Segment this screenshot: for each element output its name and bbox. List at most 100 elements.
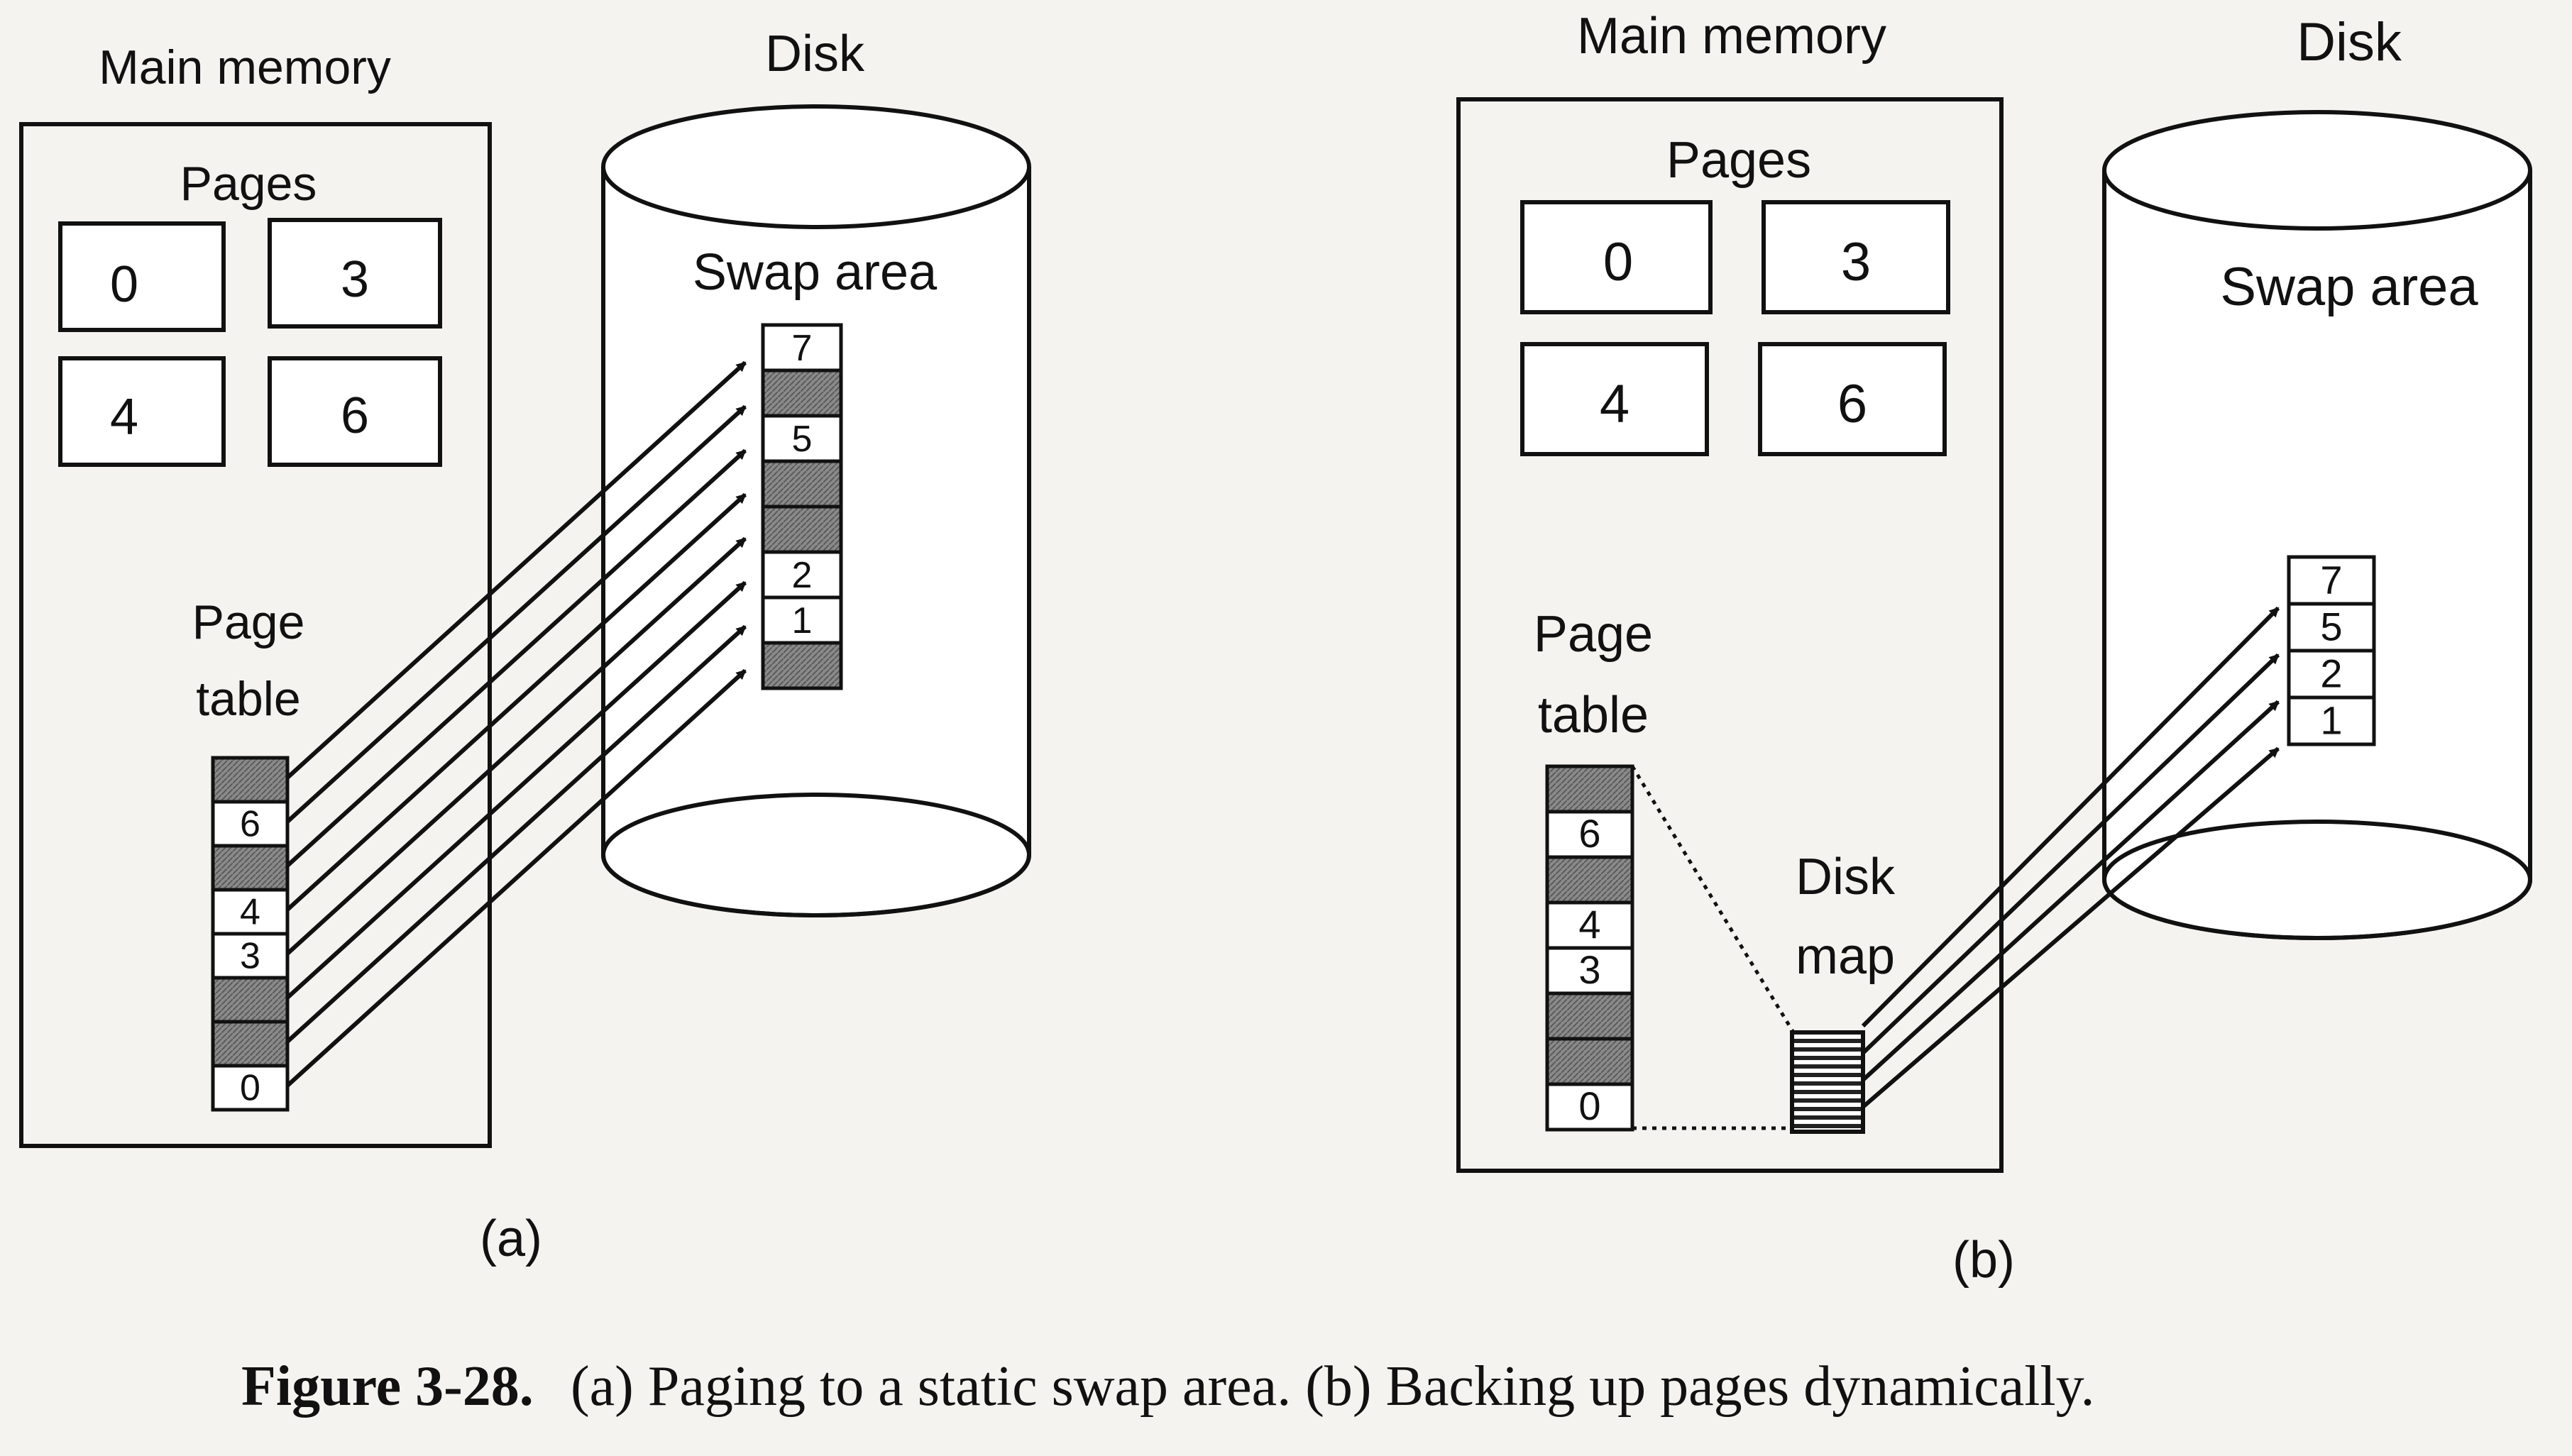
page-table-entry-label: 6: [1578, 811, 1600, 856]
page-table-label-b-line2: table: [1538, 687, 1649, 744]
page-table-label-b-line1: Page: [1534, 606, 1653, 663]
swap-slot: [761, 368, 843, 418]
disk-map-arrows-b: [1861, 606, 2280, 1109]
page-number: 6: [341, 387, 369, 444]
swap-slot: [761, 550, 843, 600]
main-memory-box-b: [1456, 97, 2004, 1173]
main-memory-label-b: Main memory: [1577, 8, 1886, 65]
disk-map-arrow: [1861, 700, 2280, 1082]
page-table-a: 6 43 0: [211, 756, 290, 1112]
page-table-entry-label: 0: [240, 1067, 260, 1108]
page-table-entry-label: 0: [1578, 1083, 1600, 1128]
dotted-link-top: [1630, 765, 1798, 1037]
disk-label-b: Disk: [2297, 12, 2402, 72]
page-frame: [1520, 200, 1713, 314]
swap-slot: [761, 459, 843, 509]
page-table-entry: [1545, 900, 1634, 950]
page-table-entry: [1545, 991, 1634, 1041]
panel-label-b: (b): [1952, 1232, 2015, 1289]
page-arrow: [285, 492, 747, 912]
page-table-entry-label: 4: [1578, 902, 1600, 947]
disk-map-arrow: [1862, 746, 2280, 1109]
swap-slot-label: 5: [792, 419, 813, 460]
page-number: 6: [1837, 374, 1867, 434]
figure-caption: Figure 3-28. (a) Paging to a static swap…: [241, 1354, 2094, 1418]
swap-slot: [2287, 695, 2376, 746]
page-table-entry: [211, 1020, 290, 1068]
panel-b: Main memory Pages 0 3 4 6 Page table 643…: [1456, 8, 2532, 1289]
page-number: 3: [1841, 232, 1871, 292]
swap-slot-label: 7: [2320, 557, 2342, 602]
main-memory-label-a: Main memory: [99, 40, 391, 94]
page-table-entry-label: 6: [240, 803, 260, 844]
disk-map: [1790, 1030, 1865, 1134]
page-arrow: [285, 580, 747, 1000]
page-frame: [268, 218, 442, 329]
page-table-entry-label: 3: [240, 935, 260, 976]
page-number: 4: [110, 389, 138, 446]
page-table-label-a-line2: table: [196, 672, 300, 726]
swap-area-a: 7 5 21: [761, 323, 843, 690]
page-frame: [1520, 342, 1709, 456]
page-table-entry-label: 3: [1578, 947, 1600, 992]
page-table-entry: [1545, 1037, 1634, 1086]
page-arrow: [285, 404, 747, 824]
page-number: 3: [341, 251, 369, 308]
swap-slot: [2287, 649, 2376, 700]
swap-slot: [2287, 602, 2376, 653]
page-number: 0: [110, 256, 138, 313]
swap-slot-label: 1: [2320, 697, 2342, 742]
swap-slot-label: 5: [2320, 604, 2342, 649]
panel-a: Main memory Pages 0 3 4 6 Page table 643…: [19, 26, 1031, 1267]
disk-map-arrow: [1861, 653, 2280, 1055]
page-table-b: 6 43 0: [1545, 764, 1634, 1132]
pages-grid-a: 0 3 4 6: [58, 218, 442, 467]
main-memory-box-a: [19, 122, 492, 1148]
page-arrow: [285, 360, 747, 780]
panel-label-a: (a): [480, 1210, 542, 1267]
page-table-entry: [1545, 810, 1634, 859]
page-table-entry: [1545, 1082, 1634, 1132]
page-table-entry: [1545, 855, 1634, 905]
page-table-entry: [211, 756, 290, 804]
page-arrow: [285, 536, 747, 956]
page-table-entry: [211, 976, 290, 1024]
swap-slot-label: 2: [2320, 651, 2342, 695]
disk-map-arrow: [1861, 606, 2280, 1028]
page-frame: [1758, 342, 1947, 456]
page-table-entry-label: 4: [240, 891, 260, 932]
page-table-entry: [211, 800, 290, 848]
swap-area-label-a: Swap area: [693, 244, 938, 301]
pages-grid-b: 0 3 4 6: [1520, 200, 1950, 456]
page-arrow: [285, 448, 747, 868]
page-number: 0: [1603, 232, 1633, 292]
page-frame: [268, 356, 442, 467]
disk-map-label-line1: Disk: [1796, 849, 1896, 905]
disk-label-a: Disk: [765, 26, 865, 82]
page-number: 4: [1600, 374, 1630, 434]
page-table-label-a-line1: Page: [192, 595, 305, 649]
swap-slot-label: 1: [792, 600, 813, 641]
disk-map-label-line2: map: [1796, 928, 1895, 985]
page-arrows-a: [285, 360, 747, 1088]
page-table-entry: [211, 1064, 290, 1112]
swap-slot: [761, 595, 843, 645]
figure-caption-label: Figure 3-28.: [241, 1355, 534, 1418]
page-table-entry: [211, 888, 290, 936]
swap-slot-label: 2: [792, 555, 813, 596]
swap-slot-label: 7: [792, 328, 813, 369]
page-arrow: [285, 624, 747, 1044]
swap-slot: [2287, 555, 2376, 606]
swap-slot: [761, 323, 843, 373]
page-table-entry: [1545, 764, 1634, 814]
figure-caption-text: (a) Paging to a static swap area. (b) Ba…: [571, 1355, 2094, 1418]
pages-label-a: Pages: [180, 157, 317, 211]
swap-slot: [761, 641, 843, 690]
page-frame: [58, 221, 226, 332]
page-table-entry: [211, 844, 290, 892]
page-frame: [58, 356, 226, 467]
page-table-entry: [1545, 946, 1634, 996]
page-frame: [1762, 200, 1950, 314]
